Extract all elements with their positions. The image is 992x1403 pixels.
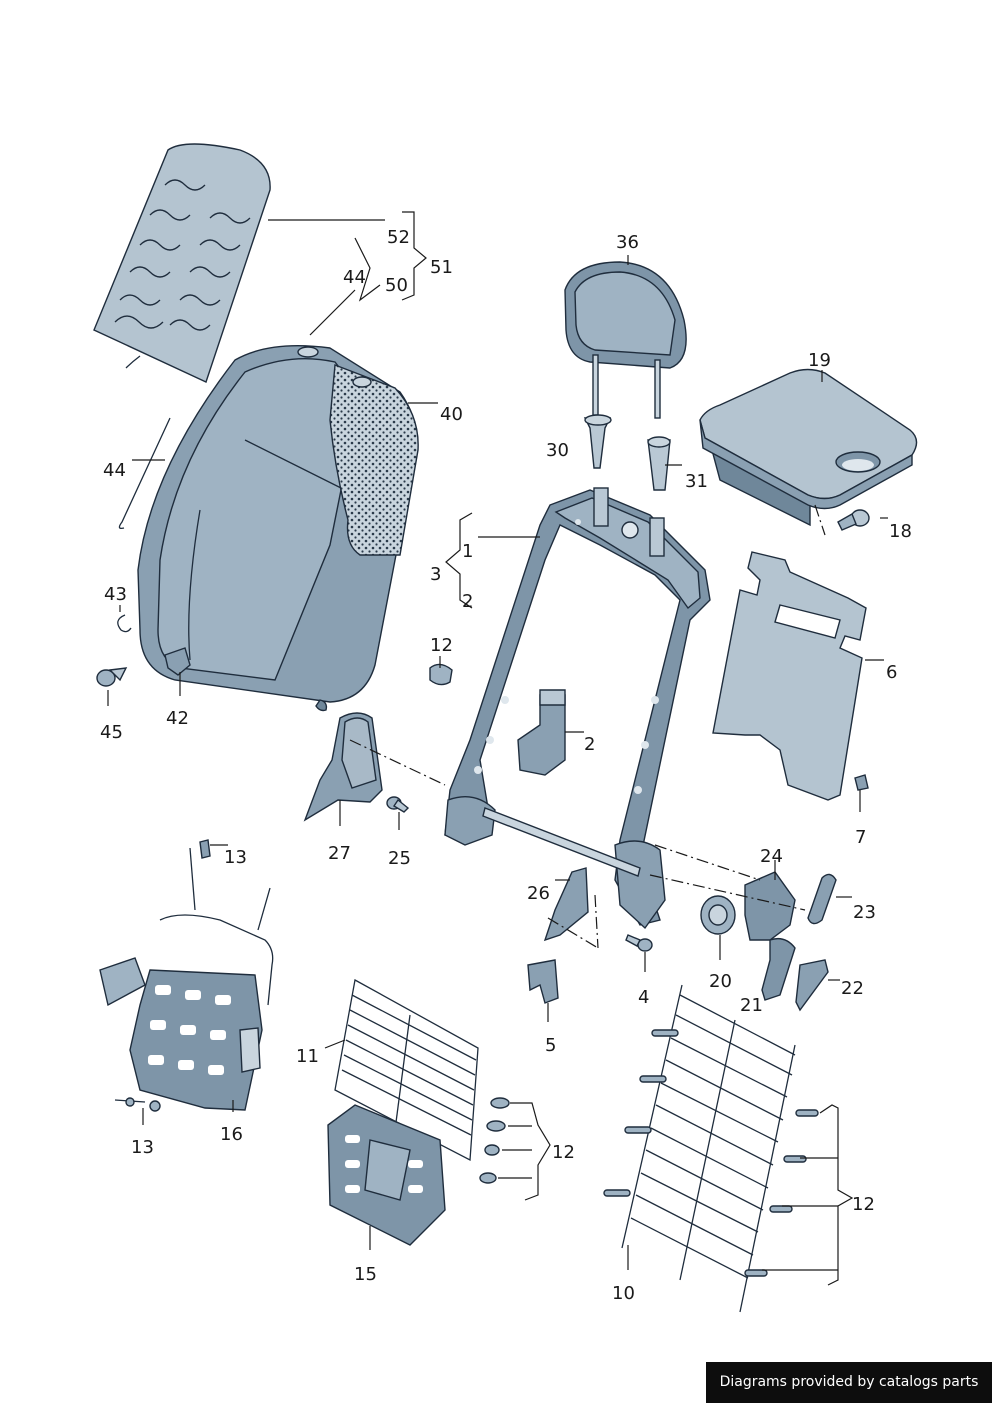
label-22: 22: [841, 978, 864, 999]
part-43-clip: [117, 614, 132, 633]
part-42-retainer: [164, 647, 191, 676]
label-12-right: 12: [852, 1194, 875, 1215]
label-36: 36: [616, 232, 639, 253]
part-16-lumbar-support: [99, 847, 274, 1111]
part-6-backrest-panel: [712, 551, 867, 801]
label-21: 21: [740, 995, 763, 1016]
label-51: 51: [430, 257, 453, 278]
label-40: 40: [440, 404, 463, 425]
label-5: 5: [545, 1035, 556, 1056]
part-22-trim: [795, 959, 829, 1012]
leader-lines: [107, 211, 888, 1286]
label-7: 7: [855, 827, 866, 848]
part-36-headrest: [564, 261, 687, 419]
part-45-push-pin: [96, 667, 128, 687]
part-30-guide-sleeve: [583, 414, 612, 469]
part-labels: 52 51 50 44 36 19 40 44 30 31 18 1 3 2 4…: [100, 227, 912, 1304]
part-1-backrest-frame: [444, 487, 711, 930]
credit-banner: Diagrams provided by catalogs parts: [706, 1362, 992, 1403]
label-12-center: 12: [552, 1142, 575, 1163]
label-44-top: 44: [343, 267, 366, 288]
label-13-bottom: 13: [131, 1137, 154, 1158]
label-26: 26: [527, 883, 550, 904]
label-52: 52: [387, 227, 410, 248]
part-26-bracket: [543, 867, 589, 942]
label-4: 4: [638, 987, 649, 1008]
label-11: 11: [296, 1046, 319, 1067]
label-44-side: 44: [103, 460, 126, 481]
part-7-clip: [854, 774, 869, 791]
part-13-clip: [114, 839, 211, 1112]
part-24-recliner-housing: [744, 871, 796, 941]
part-10-spring-mat: [603, 984, 819, 1313]
part-5-bracket: [527, 959, 559, 1004]
part-4-bolt: [625, 934, 653, 952]
label-13-top: 13: [224, 847, 247, 868]
part-23-trim: [807, 873, 837, 925]
label-24: 24: [760, 846, 783, 867]
label-31: 31: [685, 471, 708, 492]
label-6: 6: [886, 662, 897, 683]
label-2-motor: 2: [584, 734, 595, 755]
label-16: 16: [220, 1124, 243, 1145]
label-43: 43: [104, 584, 127, 605]
label-27: 27: [328, 843, 351, 864]
part-12-clip-a: [429, 663, 453, 686]
part-20-knob: [700, 895, 736, 935]
part-52-backrest-pad: [93, 143, 271, 383]
label-10: 10: [612, 1283, 635, 1304]
label-12-top: 12: [430, 635, 453, 656]
label-1: 1: [462, 541, 473, 562]
part-12-clips-b: [479, 1097, 510, 1184]
label-50: 50: [385, 275, 408, 296]
part-44-wire-rod: [118, 417, 171, 530]
label-30: 30: [546, 440, 569, 461]
label-18: 18: [889, 521, 912, 542]
part-27-side-cover: [303, 712, 383, 822]
part-15-seat-pan: [327, 1104, 446, 1246]
part-19-cover: [699, 368, 918, 527]
part-11-spring-mat: [334, 978, 479, 1162]
part-18-screw: [837, 509, 870, 531]
part-2-adjuster-motor: [517, 689, 566, 776]
label-15: 15: [354, 1264, 377, 1285]
label-20: 20: [709, 971, 732, 992]
label-2-top: 2: [462, 591, 473, 612]
part-31-guide-sleeve: [647, 436, 671, 491]
part-40-backrest-cushion: [137, 345, 419, 712]
label-45: 45: [100, 722, 123, 743]
label-42: 42: [166, 708, 189, 729]
part-25-bolt: [386, 796, 410, 813]
label-25: 25: [388, 848, 411, 869]
label-19: 19: [808, 350, 831, 371]
part-21-lever: [761, 937, 796, 1001]
label-23: 23: [853, 902, 876, 923]
label-3: 3: [430, 564, 441, 585]
